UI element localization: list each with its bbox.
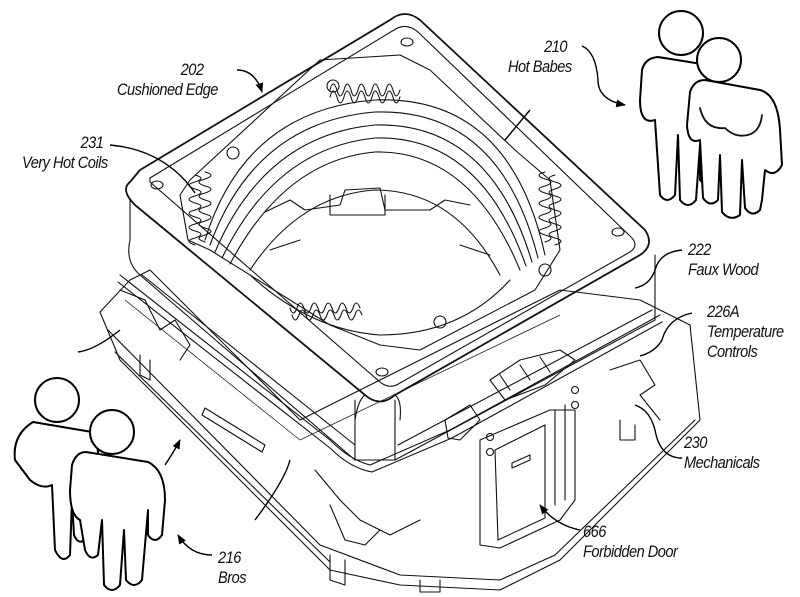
callout-name: Cushioned Edge	[117, 80, 218, 99]
person-head-front	[696, 37, 742, 83]
person-pair-bottom-left	[13, 377, 166, 591]
callout-231: 231 Very Hot Coils	[22, 133, 108, 173]
callout-name: Bros	[218, 568, 247, 587]
callout-name: Very Hot Coils	[22, 153, 108, 172]
callout-number: 222	[688, 240, 711, 259]
leader-lines	[77, 45, 693, 556]
callout-name: Temperature	[707, 322, 784, 341]
callout-number: 202	[180, 60, 204, 79]
callout-number: 666	[583, 522, 606, 541]
person-head-front	[89, 409, 135, 455]
person-head-back	[658, 10, 704, 56]
callout-number: 231	[80, 133, 104, 152]
inner-rings	[204, 99, 546, 336]
callout-226A: 226A Temperature Controls	[707, 302, 784, 362]
callout-202: 202 Cushioned Edge	[117, 60, 218, 100]
callout-name: Forbidden Door	[583, 542, 678, 561]
callout-230: 230 Mechanicals	[684, 433, 760, 473]
callout-name-line2: Controls	[707, 342, 758, 361]
callout-number: 226A	[707, 302, 740, 321]
callout-222: 222 Faux Wood	[688, 240, 759, 280]
door-plate	[444, 349, 580, 549]
callout-666: 666 Forbidden Door	[583, 522, 678, 562]
callout-number: 216	[218, 548, 241, 567]
callout-number: 230	[684, 433, 707, 452]
callout-210: 210 Hot Babes	[508, 37, 572, 77]
person-pair-top-right	[639, 10, 783, 219]
callout-name: Mechanicals	[684, 453, 760, 472]
callout-name: Hot Babes	[508, 57, 572, 76]
coils	[188, 79, 562, 329]
callout-name: Faux Wood	[688, 260, 759, 279]
callout-number: 210	[544, 37, 567, 56]
callout-216: 216 Bros	[218, 548, 247, 588]
person-body-front	[686, 79, 783, 219]
upper-housing	[117, 13, 663, 473]
person-head-back	[34, 377, 80, 423]
base-tray	[99, 269, 701, 593]
person-body-front	[69, 451, 166, 591]
